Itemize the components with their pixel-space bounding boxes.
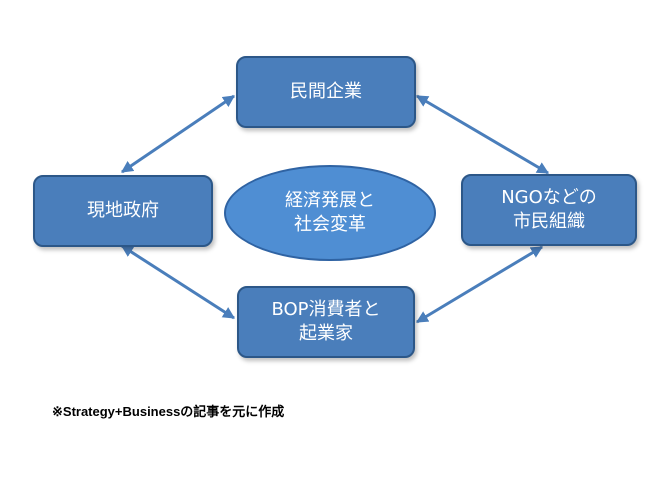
center-ellipse: 経済発展と 社会変革 <box>224 165 436 261</box>
center-label-line1: 経済発展と <box>285 190 375 211</box>
node-local-government: 現地政府 <box>33 175 213 247</box>
node-private-sector-label: 民間企業 <box>290 81 362 102</box>
node-bop-consumers: BOP消費者と 起業家 <box>237 286 415 358</box>
arrow-bottom-left <box>120 244 236 320</box>
node-local-government-label: 現地政府 <box>87 200 159 221</box>
node-civil-society-label-line1: NGOなどの <box>501 187 597 208</box>
source-footnote: ※Strategy+Businessの記事を元に作成 <box>52 404 285 419</box>
center-label-line2: 社会変革 <box>294 214 366 235</box>
arrow-left-top <box>121 94 235 174</box>
arrow-right-bottom <box>415 245 544 324</box>
node-bop-consumers-label-line2: 起業家 <box>299 323 353 344</box>
node-civil-society-label-line2: 市民組織 <box>513 211 585 232</box>
arrow-top-right <box>415 94 550 175</box>
node-private-sector: 民間企業 <box>236 56 416 128</box>
node-civil-society: NGOなどの 市民組織 <box>461 174 637 246</box>
node-bop-consumers-label-line1: BOP消費者と <box>271 299 381 320</box>
